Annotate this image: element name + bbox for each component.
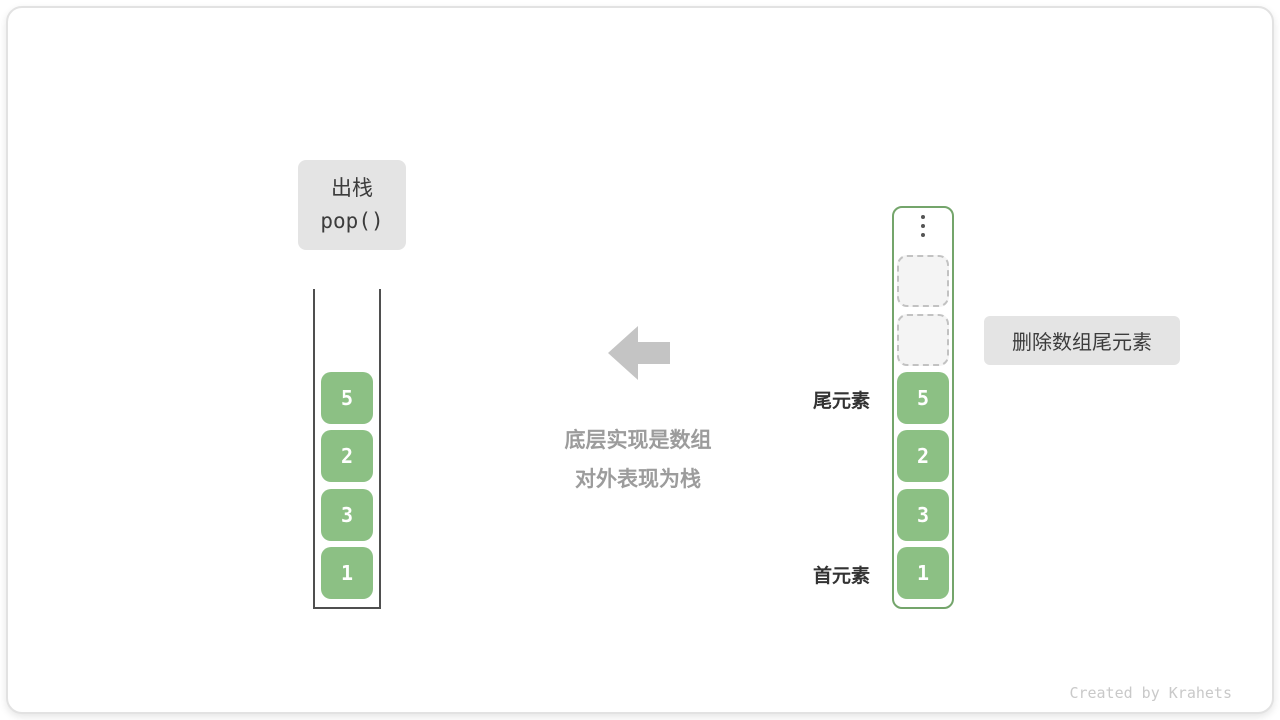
pop-label-box: 出栈 pop() (298, 160, 406, 250)
empty-array-slot (897, 255, 949, 307)
delete-note-box: 删除数组尾元素 (984, 316, 1180, 365)
stack-cell: 1 (321, 547, 373, 599)
caption-line-2: 对外表现为栈 (575, 468, 701, 491)
array-cell: 2 (897, 430, 949, 482)
diagram-card: 出栈 pop() 5 2 3 1 底层实现是数组 对外表现为栈 5 2 3 1 … (6, 6, 1274, 714)
stack-cell: 5 (321, 372, 373, 424)
array-cell: 1 (897, 547, 949, 599)
delete-note-text: 删除数组尾元素 (1012, 332, 1152, 354)
pop-label-title: 出栈 (331, 177, 373, 200)
head-element-label: 首元素 (812, 566, 870, 587)
tail-element-label: 尾元素 (812, 391, 870, 412)
array-cell: 3 (897, 489, 949, 541)
empty-array-slot (897, 314, 949, 366)
footer-credit: Created by Krahets (1069, 684, 1232, 702)
array-cell: 5 (897, 372, 949, 424)
stack-cell: 3 (321, 489, 373, 541)
caption-line-1: 底层实现是数组 (564, 429, 712, 452)
pop-label-code: pop() (320, 209, 384, 233)
stack-cell: 2 (321, 430, 373, 482)
vertical-ellipsis-icon (921, 215, 925, 237)
center-caption: 底层实现是数组 对外表现为栈 (498, 421, 778, 499)
left-arrow-icon (608, 326, 670, 380)
